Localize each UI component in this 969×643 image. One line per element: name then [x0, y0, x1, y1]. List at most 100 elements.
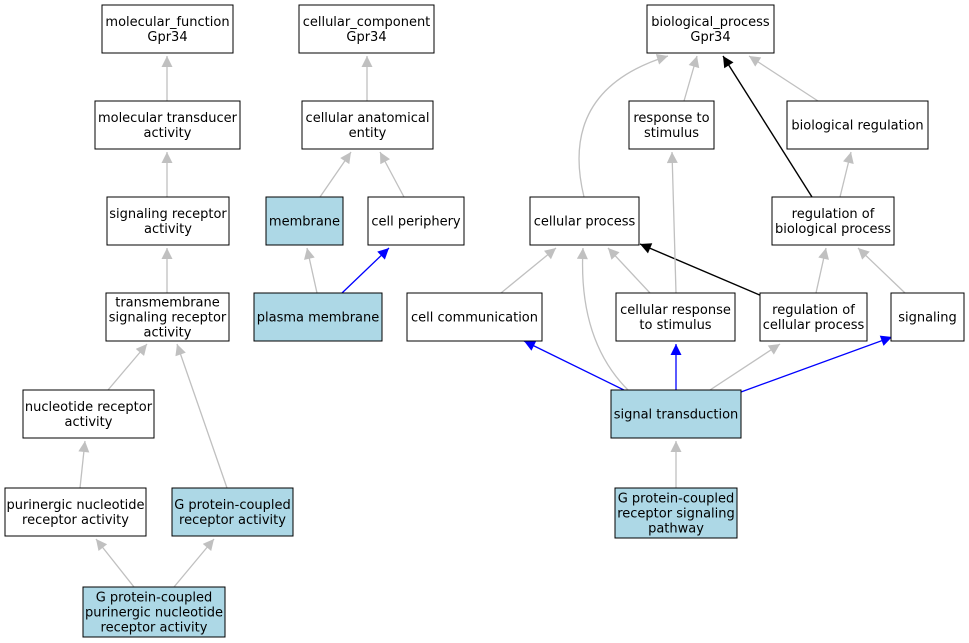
- node-label-line: Gpr34: [690, 30, 730, 45]
- edge-cellp-to-bp: [578, 53, 669, 198]
- node-box: [298, 4, 435, 54]
- node-box: [94, 100, 241, 150]
- node-label-line: regulation of: [792, 207, 875, 222]
- node-box: [82, 586, 226, 638]
- node-ccomm[interactable]: cell communication: [406, 292, 543, 342]
- node-label-line: cellular process: [534, 215, 636, 230]
- edge-st-to-sig: [740, 335, 893, 393]
- edge-st-to-cellp: [576, 247, 629, 391]
- node-st[interactable]: signal transduction: [610, 389, 742, 439]
- edge-gppnra-to-pnra: [95, 538, 135, 588]
- node-label-line: G protein-coupled: [96, 591, 213, 606]
- edge-st-to-rcp: [709, 343, 781, 391]
- edge-pm-to-mem: [304, 247, 318, 294]
- node-label-line: receptor activity: [22, 513, 129, 528]
- edge-breg-to-bp: [748, 55, 819, 102]
- node-label-line: purinergic nucleotide: [85, 606, 223, 621]
- node-label-line: receptor activity: [179, 513, 286, 528]
- node-box: [105, 292, 230, 342]
- node-box: [301, 100, 434, 150]
- node-box: [890, 292, 965, 342]
- node-label-line: signaling receptor: [109, 207, 227, 222]
- node-label-line: stimulus: [644, 126, 699, 141]
- node-label-line: receptor activity: [101, 621, 208, 636]
- node-label-line: signaling: [898, 311, 957, 326]
- node-cp[interactable]: cell periphery: [367, 196, 465, 246]
- node-label-line: regulation of: [772, 303, 855, 318]
- node-label-line: biological regulation: [791, 119, 923, 134]
- edge-mem-to-cae: [319, 151, 352, 198]
- edge-rbp-to-bp: [722, 55, 813, 198]
- node-cellp[interactable]: cellular process: [529, 196, 640, 246]
- node-box: [771, 196, 895, 246]
- edge-pnra-to-nra: [78, 440, 90, 489]
- node-label-line: biological_process: [651, 15, 770, 30]
- node-box: [628, 100, 715, 150]
- node-label-line: plasma membrane: [257, 311, 380, 326]
- node-sig[interactable]: signaling: [890, 292, 965, 342]
- node-box: [615, 292, 736, 342]
- node-label-line: nucleotide receptor: [25, 400, 153, 415]
- edge-st-to-ccomm: [523, 340, 629, 393]
- node-pm[interactable]: plasma membrane: [253, 292, 383, 342]
- node-label-line: activity: [144, 126, 192, 141]
- node-box: [22, 389, 155, 439]
- node-box: [646, 4, 775, 54]
- node-label-line: activity: [65, 415, 113, 430]
- node-label-line: molecular transducer: [98, 111, 238, 126]
- edge-rbp-to-breg: [839, 151, 854, 198]
- node-label-line: transmembrane: [115, 296, 220, 311]
- node-box: [759, 292, 868, 342]
- node-label-line: molecular_function: [105, 15, 229, 30]
- edge-pm-to-cp: [341, 247, 390, 294]
- node-label-line: cell periphery: [371, 215, 461, 230]
- node-label-line: entity: [349, 126, 387, 141]
- node-mem[interactable]: membrane: [265, 196, 344, 246]
- edge-gpcra-to-tsra: [175, 343, 228, 489]
- edge-rcp-to-rbp: [815, 247, 829, 294]
- node-box: [265, 196, 344, 246]
- node-label-line: cellular anatomical: [306, 111, 430, 126]
- node-box: [367, 196, 465, 246]
- node-label-line: to stimulus: [639, 318, 711, 333]
- node-box: [614, 487, 738, 539]
- node-box: [253, 292, 383, 342]
- node-box: [101, 4, 234, 54]
- node-box: [406, 292, 543, 342]
- node-label-line: cellular process: [763, 318, 865, 333]
- node-box: [106, 196, 230, 246]
- node-label-line: receptor signaling: [617, 507, 735, 522]
- node-label-line: membrane: [269, 215, 340, 230]
- node-label-line: signaling receptor: [109, 311, 227, 326]
- edge-rcp-to-cellp: [639, 243, 763, 297]
- node-box: [4, 487, 147, 537]
- node-label-line: purinergic nucleotide: [6, 498, 144, 513]
- node-label-line: pathway: [648, 522, 704, 537]
- node-label-line: signal transduction: [614, 408, 739, 423]
- node-label-line: cell communication: [411, 311, 538, 326]
- node-box: [610, 389, 742, 439]
- edges-layer: [78, 53, 906, 588]
- node-breg[interactable]: biological regulation: [786, 100, 929, 150]
- node-label-line: response to: [633, 111, 709, 126]
- edge-gppnra-to-gpcra: [173, 538, 215, 588]
- node-label-line: biological process: [775, 222, 891, 237]
